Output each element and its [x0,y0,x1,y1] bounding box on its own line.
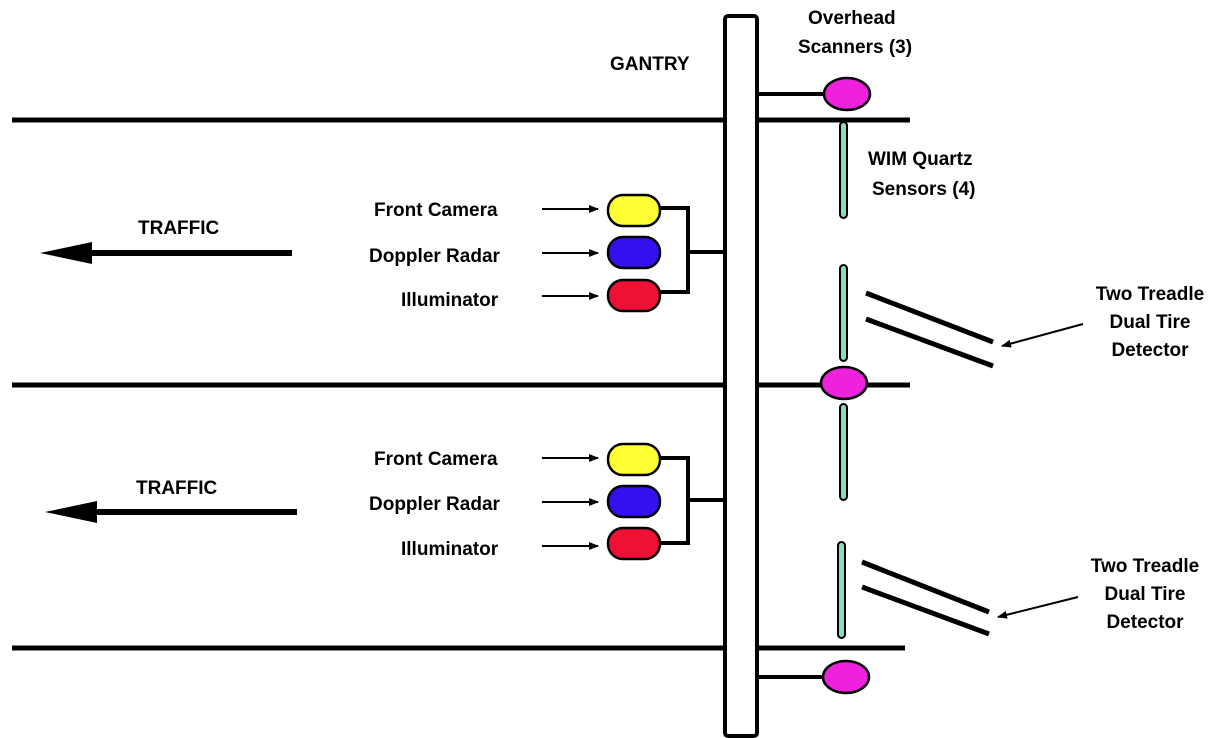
illuminator-label-lane-1: Illuminator [401,290,499,311]
overhead-scanners-label-line2: Scanners (3) [798,37,912,58]
device-bracket-lane-1 [660,206,727,294]
overhead-scanner-2 [819,365,869,401]
overhead-scanner-3 [821,659,871,695]
wim-sensor-2 [839,264,848,362]
detector-label-lower-line3: Detector [1106,612,1184,633]
gantry-label: GANTRY [610,54,690,75]
wim-sensors-label-line1: WIM Quartz [868,149,973,170]
treadle-detector-upper [865,290,994,369]
wim-sensor-1 [839,121,848,219]
wim-sensors-label-line2: Sensors (4) [872,179,975,200]
device-bracket-lane-2 [660,456,727,545]
detector-label-upper-line1: Two Treadle [1096,284,1204,305]
traffic-label-lane-2: TRAFFIC [136,478,218,499]
detector-pointer-arrow-lower [997,596,1079,619]
detector-pointer-arrow-upper [1001,323,1084,348]
detector-label-lower-line1: Two Treadle [1091,556,1199,577]
detector-label-lower-line2: Dual Tire [1105,584,1186,605]
treadle-detector-lower [861,559,990,637]
illuminator-lane-2 [606,526,662,561]
overhead-scanner-1 [822,76,872,112]
front-camera-lane-1 [606,193,662,228]
wim-sensor-3 [839,403,848,501]
overhead-scanners-label-line1: Overhead [808,8,896,29]
traffic-arrowhead-lane-1 [40,242,92,264]
detector-label-upper-line3: Detector [1111,340,1189,361]
doppler-radar-lane-2 [606,484,662,519]
doppler-radar-lane-1 [606,235,662,270]
gantry-post [723,14,759,738]
front-camera-label-lane-1: Front Camera [374,200,498,221]
doppler-radar-label-lane-1: Doppler Radar [369,246,501,267]
detector-label-upper-line2: Dual Tire [1110,312,1191,333]
front-camera-label-lane-2: Front Camera [374,449,498,470]
traffic-label-lane-1: TRAFFIC [138,218,220,239]
doppler-radar-label-lane-2: Doppler Radar [369,494,501,515]
front-camera-lane-2 [606,442,662,477]
illuminator-lane-1 [606,278,662,313]
illuminator-label-lane-2: Illuminator [401,539,499,560]
wim-sensor-4 [837,541,846,639]
traffic-arrowhead-lane-2 [45,501,97,523]
